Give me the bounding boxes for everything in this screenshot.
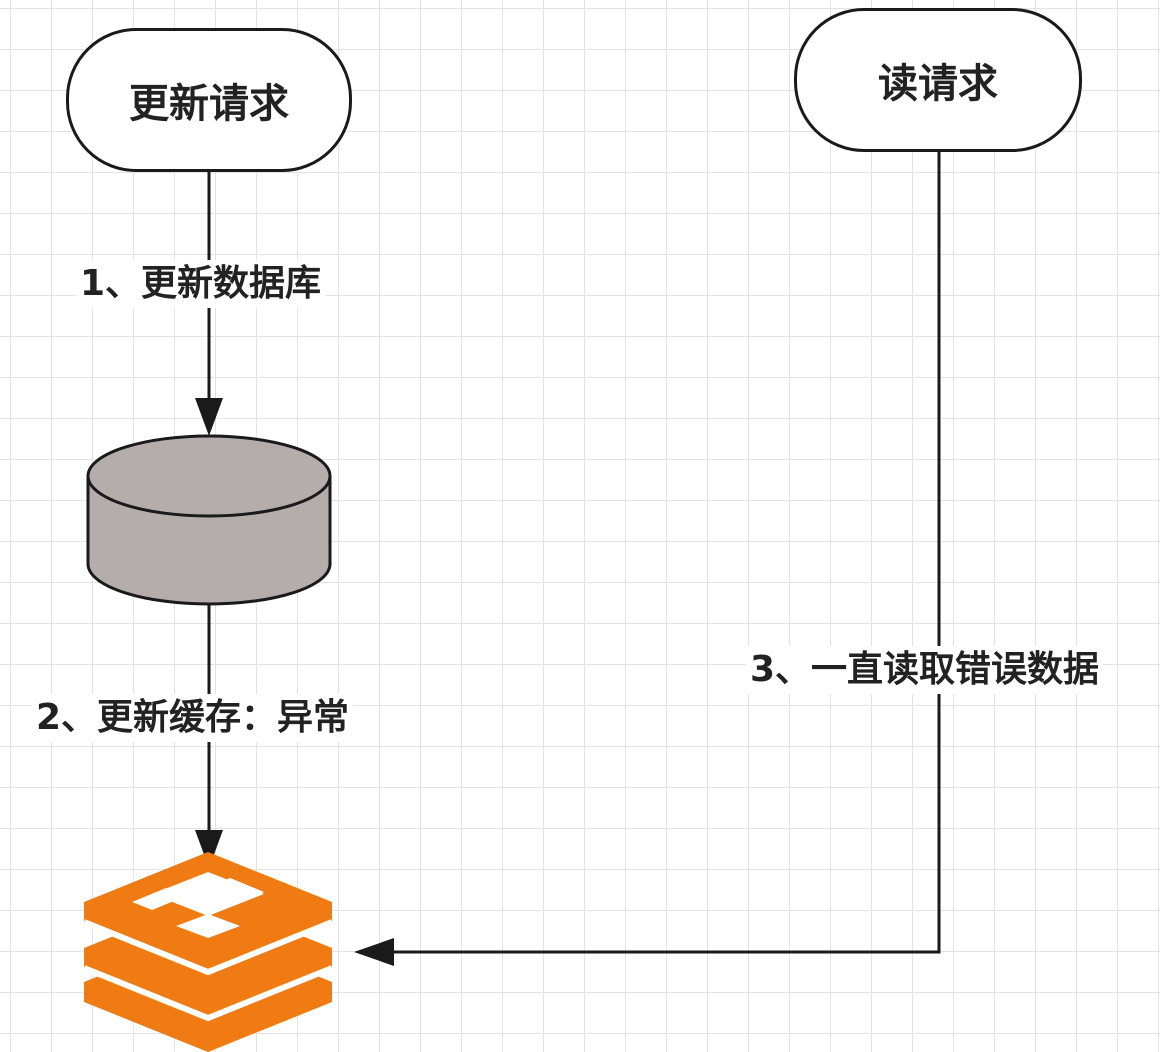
- update-request-label: 更新请求: [129, 81, 289, 127]
- database-cylinder-icon: [86, 434, 332, 606]
- arrowhead-cache: [195, 830, 223, 868]
- edge-label-update-database: 1、更新数据库: [76, 260, 326, 308]
- read-request-node: 读请求: [794, 8, 1082, 152]
- edge-read-to-cache: [392, 152, 941, 954]
- arrowhead-database: [195, 398, 223, 436]
- edge-label-read-stale: 3、一直读取错误数据: [746, 646, 1104, 694]
- redis-icon: [82, 852, 334, 1052]
- update-request-node: 更新请求: [66, 28, 352, 172]
- arrowhead-read-cache: [354, 938, 394, 966]
- edge-label-update-cache: 2、更新缓存：异常: [32, 694, 354, 742]
- read-request-label: 读请求: [878, 61, 998, 107]
